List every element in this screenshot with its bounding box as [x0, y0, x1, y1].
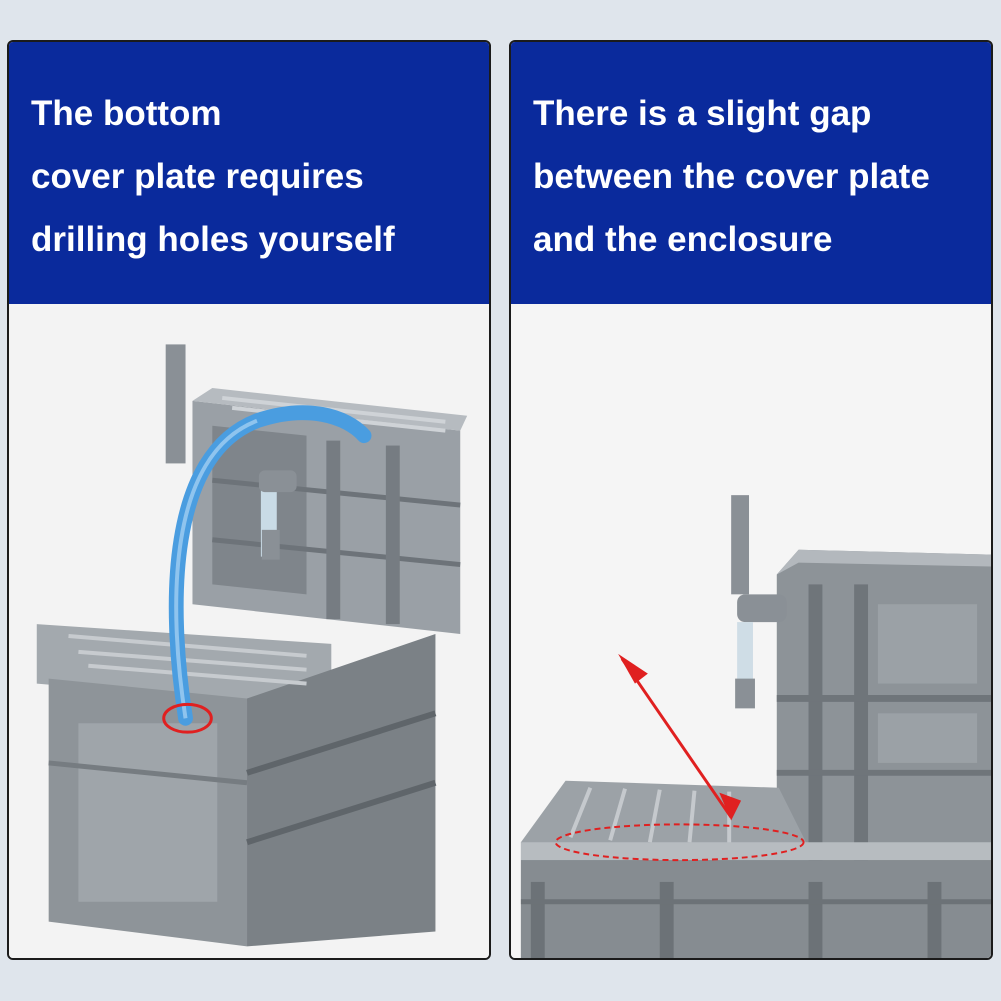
lower-crate: [520, 780, 991, 958]
left-caption-line-1: The bottom: [31, 94, 222, 133]
left-image-panel: The bottom cover plate requires drilling…: [7, 40, 491, 960]
right-caption-line-2: between the cover plate: [533, 157, 930, 196]
right-caption-line-3: and the enclosure: [533, 220, 833, 259]
right-caption-banner: There is a slight gap between the cover …: [511, 42, 991, 304]
drill-hole-marker: [162, 702, 213, 734]
left-caption-line-2: cover plate requires: [31, 157, 364, 196]
gap-marker: [554, 823, 805, 862]
lower-crate: [36, 624, 437, 947]
left-caption-line-3: drilling holes yourself: [31, 220, 395, 259]
left-product-photo: [9, 304, 489, 958]
right-product-photo: [511, 304, 991, 958]
right-crate-illustration: [511, 306, 991, 958]
left-caption-banner: The bottom cover plate requires drilling…: [9, 42, 489, 304]
outlet-pipe: [165, 344, 297, 560]
red-arrow-shaft: [620, 657, 733, 819]
red-arrow-head: [618, 653, 648, 684]
outlet-pipe: [731, 495, 787, 709]
right-image-panel: There is a slight gap between the cover …: [509, 40, 993, 960]
left-crate-illustration: [9, 306, 489, 958]
tall-crate: [776, 549, 991, 882]
right-caption-line-1: There is a slight gap: [533, 94, 872, 133]
